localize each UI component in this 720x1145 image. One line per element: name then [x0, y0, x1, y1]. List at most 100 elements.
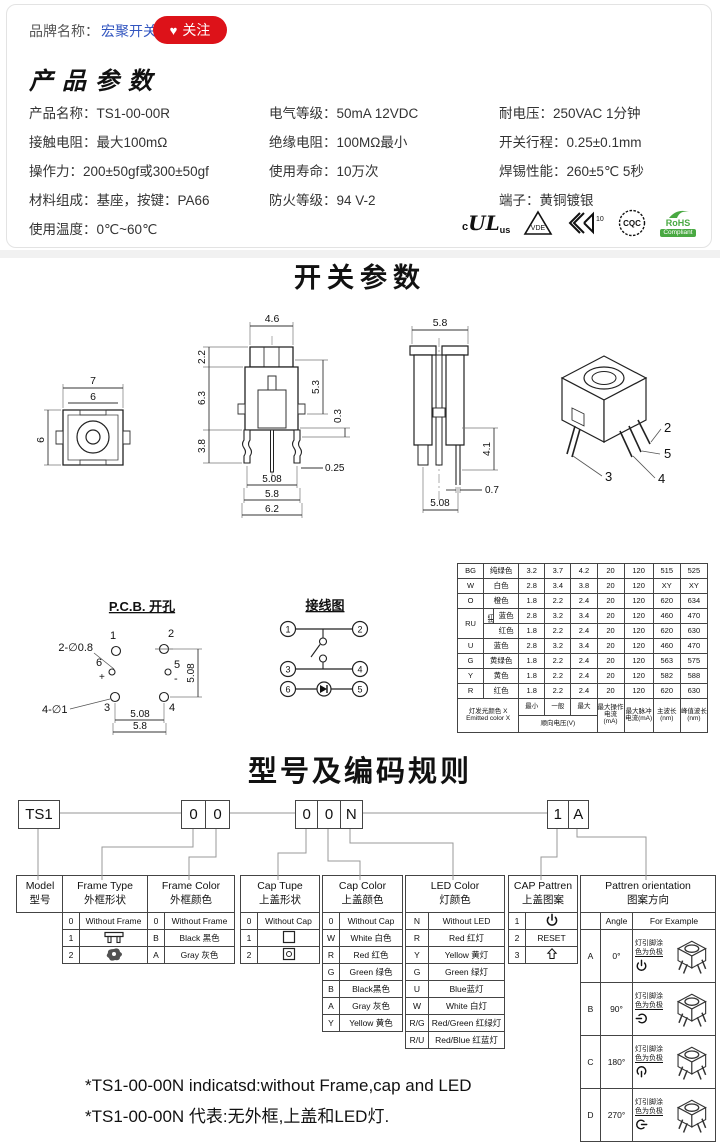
pin-label: 3 [605, 469, 612, 484]
cell: 黄绿色 [483, 653, 520, 669]
cell: 620 [652, 623, 681, 639]
top-view-drawing: 7 6 6 [35, 375, 190, 510]
cell: Red/Green 红绿灯 [428, 1014, 505, 1032]
cell: Without Cap [257, 912, 320, 930]
cell [525, 912, 578, 930]
cell: Red 红灯 [428, 929, 505, 947]
dim-label: 0.25 [325, 463, 345, 474]
cell: Blue蓝灯 [428, 980, 505, 998]
brand-row: 品牌名称： 宏聚开关 [29, 21, 157, 41]
product-info-card: 品牌名称： 宏聚开关 ♥ 关注 产品参数 产品名称：TS1-00-00R 电气等… [6, 4, 712, 248]
cell: 3.8 [570, 578, 598, 594]
power-icon [636, 959, 647, 971]
cell: A [580, 929, 601, 983]
switch-example-image [677, 940, 707, 975]
cell: 0° [600, 929, 633, 983]
cell: BG [456, 563, 485, 579]
cell: 20 [596, 563, 625, 579]
spec-item: 材料组成：基座，按键：PA66 [29, 192, 210, 208]
dim-label: 4.1 [482, 442, 493, 456]
cell [257, 929, 320, 947]
cell [525, 946, 578, 964]
cell: 120 [623, 638, 654, 654]
cell: 3 [508, 946, 526, 964]
wiring-title: 接线图 [305, 598, 344, 613]
follow-button[interactable]: ♥ 关注 [153, 16, 227, 44]
cell: 2.2 [544, 593, 572, 609]
cell: R/G [405, 1014, 429, 1032]
pcb-title: P.C.B. 开孔 [109, 599, 175, 614]
code-box-model: TS1 [18, 800, 60, 829]
cell: 20 [596, 653, 625, 669]
dim-label: 5.8 [433, 317, 448, 329]
enec-cert-icon: 10 [568, 211, 604, 235]
cell: B [147, 929, 165, 947]
cell: O [456, 593, 485, 609]
cell: 2.2 [544, 623, 572, 639]
cell: 灯引脚涂色为负极 [632, 929, 716, 983]
cell: B [580, 982, 601, 1036]
cell: 3.2 [544, 608, 572, 624]
cell: G [456, 653, 485, 669]
cell: 4.2 [570, 563, 598, 579]
cell: Gray 灰色 [164, 946, 235, 964]
cell: Y [405, 946, 429, 964]
dim-label: 6 [90, 391, 96, 403]
cell: 最大脉冲电流(mA) [623, 698, 654, 733]
cell: 1.8 [518, 593, 546, 609]
cell: G [405, 963, 429, 981]
spec-item: 防火等级：94 V-2 [269, 192, 376, 208]
cell: R [405, 929, 429, 947]
cap-square-icon [282, 930, 295, 944]
spec-item: 操作力：200±50gf或300±50gf [29, 163, 209, 179]
cell: 90° [600, 982, 633, 1036]
cell: 180° [600, 1035, 633, 1089]
cell: 峰值波长(nm) [679, 698, 709, 733]
cell: 634 [679, 593, 709, 609]
cell: 20 [596, 623, 625, 639]
cell: 黄色 [483, 668, 520, 684]
cell: A [147, 946, 165, 964]
cell: Black 黑色 [164, 929, 235, 947]
svg-text:VDE: VDE [531, 225, 546, 232]
cell: Red 红色 [339, 946, 403, 964]
pcb-hole-drawing: P.C.B. 开孔 1 2 2-∅0.8 6 + 5 - 3 4 4-∅1 5.… [42, 599, 260, 745]
hole-annotation: 4-∅1 [42, 704, 67, 716]
cell: 2.4 [570, 653, 598, 669]
cell: Without Cap [339, 912, 403, 930]
front-view-drawing: 4.6 2.2 6.3 3.8 5.3 0.3 0.25 5.08 5.8 6.… [197, 313, 395, 545]
cell: 灯引脚涂色为负极 [632, 982, 716, 1036]
cell: 515 [652, 563, 681, 579]
svg-text:10: 10 [596, 216, 604, 223]
dim-label: 6.3 [197, 391, 208, 405]
brand-name-link[interactable]: 宏聚开关 [101, 23, 157, 39]
cell: 2.2 [544, 683, 572, 699]
cell: 20 [596, 578, 625, 594]
spec-item: 耐电压：250VAC 1分钟 [499, 105, 641, 121]
ru-vertical-label: 红蓝双色 [485, 609, 495, 623]
spec-item: 电气等级：50mA 12VDC [269, 105, 419, 121]
spec-item: 接触电阻：最大100mΩ [29, 134, 168, 150]
spec-item: 端子：黄铜镀银 [499, 192, 594, 208]
cell: 最大操作电流(mA) [596, 698, 625, 733]
spec-item: 绝缘电阻：100MΩ最小 [269, 134, 408, 150]
cell: 525 [679, 563, 709, 579]
power-icon [636, 1119, 648, 1130]
wiring-diagram: 接线图 1 2 3 4 6 5 [268, 598, 393, 715]
cell: 630 [679, 623, 709, 639]
spec-item: 产品名称：TS1-00-00R [29, 105, 171, 121]
cell: 620 [652, 683, 681, 699]
cell: 2 [62, 946, 80, 964]
cell: 3.2 [544, 638, 572, 654]
cell: G [322, 963, 340, 981]
wiring-pin: 4 [357, 665, 362, 675]
